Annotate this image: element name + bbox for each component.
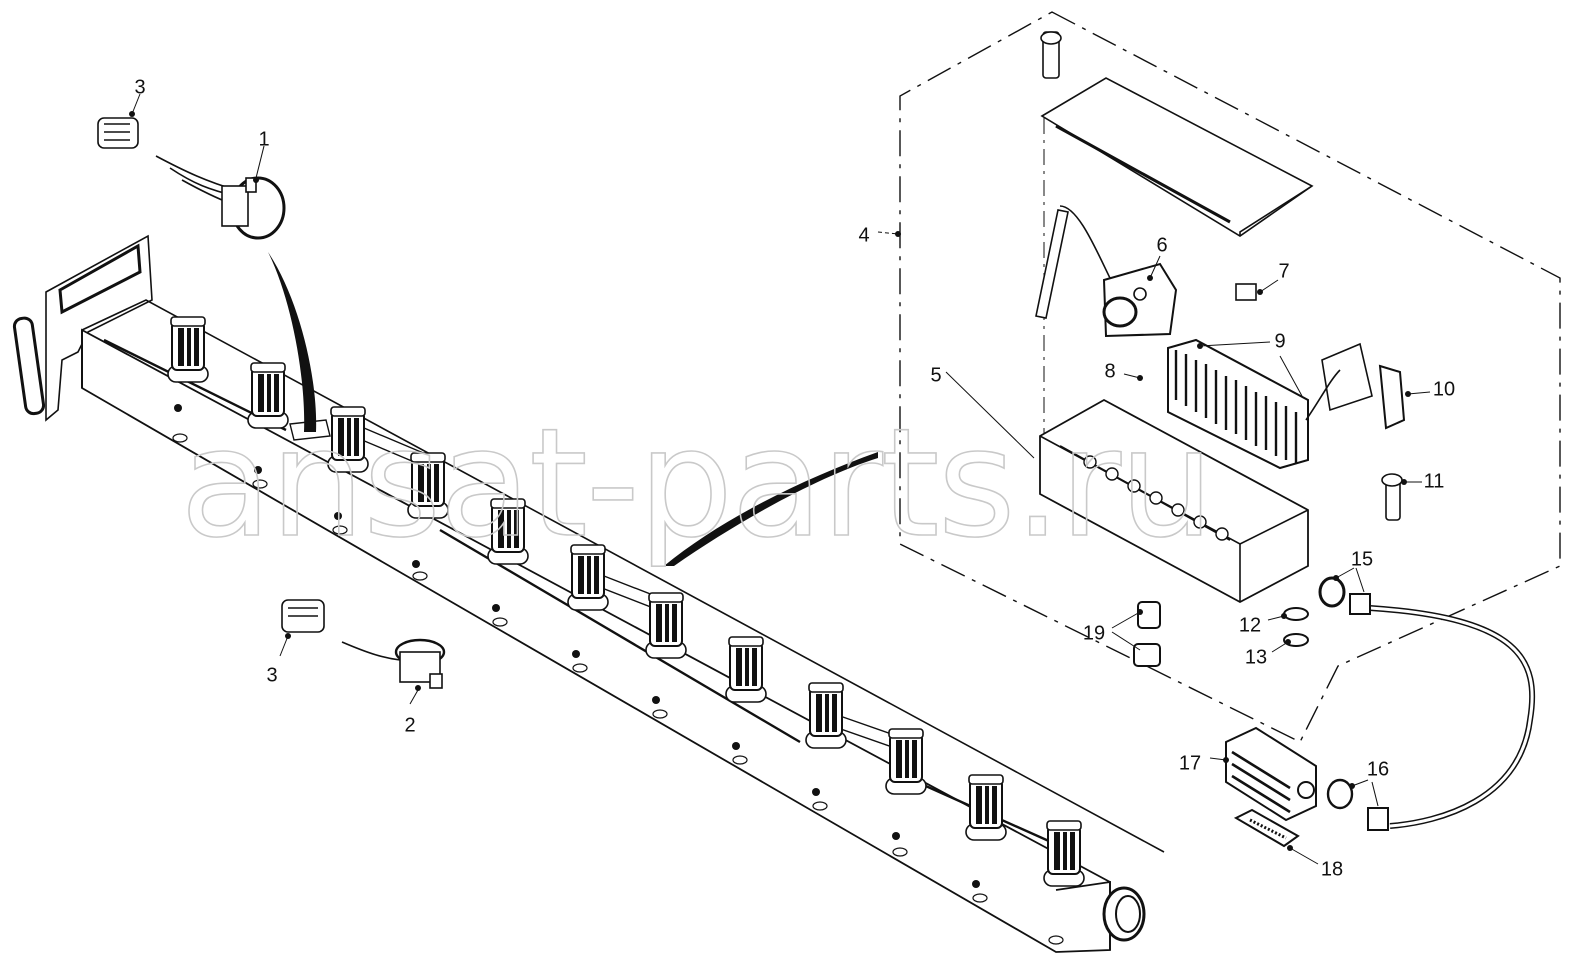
callout-dot-17: [1223, 757, 1229, 763]
callout-leader-2: [409, 689, 419, 705]
callout-dot-4: [895, 231, 901, 237]
callout-leader-9: [1279, 355, 1303, 397]
callout-label-16: 16: [1367, 758, 1389, 780]
callout-leader-6: [1149, 255, 1161, 279]
callout-dot-3a: [129, 111, 135, 117]
callout-leader-10: [1407, 391, 1431, 395]
callout-label-6: 6: [1156, 234, 1167, 256]
callout-label-17: 17: [1179, 752, 1201, 774]
callout-label-12: 12: [1239, 614, 1261, 636]
sensor-part-1: [155, 155, 286, 240]
callout-label-13: 13: [1245, 646, 1267, 668]
callout-label-18: 18: [1321, 858, 1343, 880]
callout-dot-8: [1137, 375, 1143, 381]
callout-dot-12: [1281, 613, 1287, 619]
callout-dot-10: [1405, 391, 1411, 397]
callout-leader-15: [1355, 567, 1365, 593]
sensor-part-2: [341, 638, 446, 689]
enclosure-box: [1039, 398, 1309, 604]
callout-leader-5: [945, 371, 1035, 459]
callout-leader-4: [877, 231, 899, 235]
callout-label-19: 19: [1083, 622, 1105, 644]
callout-leader-3a: [131, 93, 141, 115]
callout-dot-1: [253, 177, 259, 183]
watermark: ansat-parts.ru: [180, 397, 1212, 571]
callout-label-3b: 3: [266, 664, 277, 686]
callout-leader-1: [255, 145, 265, 179]
clamp-part-3-bottom: [281, 599, 325, 633]
callout-label-10: 10: [1433, 378, 1455, 400]
callout-dot-6: [1147, 275, 1153, 281]
callout-label-15: 15: [1351, 548, 1373, 570]
callout-leader-7: [1259, 279, 1279, 293]
callout-dot-2: [415, 685, 421, 691]
clamp-part-3-top: [97, 117, 139, 149]
callout-leader-15: [1335, 567, 1355, 579]
callout-label-9: 9: [1274, 330, 1285, 352]
callout-label-2: 2: [404, 714, 415, 736]
callout-label-8: 8: [1104, 360, 1115, 382]
leader-wedge-1: [268, 252, 317, 432]
callout-leader-13: [1271, 641, 1289, 653]
callout-dot-19: [1137, 609, 1143, 615]
callout-label-11: 11: [1424, 470, 1445, 492]
leader-wedge-2: [664, 452, 878, 566]
callout-leaders: [129, 93, 1431, 865]
callout-leader-19: [1111, 611, 1141, 629]
callout-dot-7: [1257, 289, 1263, 295]
callout-label-7: 7: [1278, 260, 1289, 282]
callout-label-4: 4: [858, 224, 869, 246]
callout-label-1: 1: [258, 128, 269, 150]
callout-leader-19: [1111, 631, 1141, 651]
callout-dot-13: [1285, 639, 1291, 645]
callout-label-3a: 3: [134, 76, 145, 98]
callout-leader-16: [1371, 781, 1379, 807]
callout-dot-16: [1349, 783, 1355, 789]
callout-leader-18: [1289, 847, 1319, 865]
callout-dot-9: [1197, 343, 1203, 349]
callout-dot-11: [1401, 479, 1407, 485]
callout-leader-9: [1199, 341, 1271, 347]
callout-dot-15: [1333, 575, 1339, 581]
callout-leader-3b: [279, 635, 289, 657]
control-box: [1035, 31, 1536, 848]
callout-dot-3b: [285, 633, 291, 639]
assembly-boundary-dashed: [899, 11, 1561, 743]
callout-label-5: 5: [930, 364, 941, 386]
callout-dot-18: [1287, 845, 1293, 851]
